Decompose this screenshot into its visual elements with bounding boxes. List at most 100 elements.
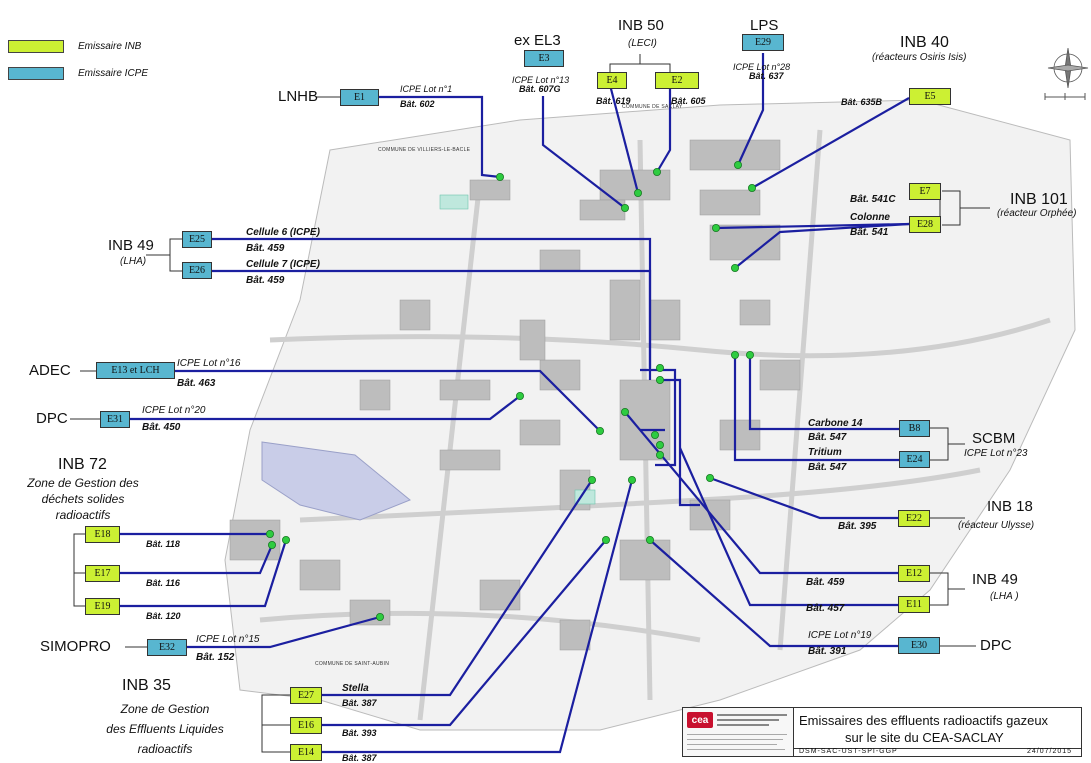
emissaire-e12: E12 [898, 565, 930, 582]
emissaire-e17: E17 [85, 565, 120, 582]
note-e32-bat: Bât. 152 [196, 652, 235, 663]
note-e25-bat: Bât. 459 [246, 243, 285, 254]
zone-inb72-line1: Zone de Gestion des [27, 476, 139, 490]
emissaire-e30: E30 [898, 637, 940, 654]
title-line-1: Emissaires des effluents radioactifs gaz… [799, 713, 1049, 728]
emissaire-b8: B8 [899, 420, 930, 437]
zone-inb35-line1: Zone de Gestion [120, 702, 210, 716]
emission-points [265, 160, 757, 622]
emissaire-e11: E11 [898, 596, 930, 613]
note-e24-bat: Bât. 547 [808, 462, 847, 473]
emissaire-e13-lch: E13 et LCH [96, 362, 175, 379]
emissaire-e1: E1 [340, 89, 379, 106]
emissaire-e3: E3 [524, 50, 564, 67]
note-e17-bat: Bât. 116 [146, 578, 180, 588]
group-label-exel3: ex EL3 [514, 32, 561, 49]
emissaire-e27: E27 [290, 687, 322, 704]
note-e26-bat: Bât. 459 [246, 275, 285, 286]
group-label-inb49-left: INB 49 [108, 237, 154, 254]
group-label-inb50: INB 50 [618, 17, 664, 34]
note-e2-bat: Bât. 605 [671, 96, 706, 106]
commune-label-saclay: COMMUNE DE SACLAY [622, 104, 683, 110]
legend-label-inb: Emissaire INB [78, 41, 142, 52]
group-label-inb35: INB 35 [122, 677, 171, 694]
compass-icon [1047, 47, 1089, 89]
group-label-adec: ADEC [29, 362, 71, 379]
note-e30-bat: Bât. 391 [808, 646, 847, 657]
logo-panel-rule [687, 744, 777, 745]
legend-label-icpe: Emissaire ICPE [78, 68, 149, 79]
emissaire-e14: E14 [290, 744, 322, 761]
note-e7-bat: Bât. 541C [850, 194, 896, 205]
zone-inb72-line3: radioactifs [55, 508, 111, 522]
title-block-footer-rule [793, 748, 1081, 749]
emissaire-e28: E28 [909, 216, 941, 233]
group-sub-inb49-left: (LHA) [120, 256, 147, 267]
zone-inb72-line2: déchets solides [41, 492, 125, 506]
note-e28-name: Colonne [850, 212, 890, 223]
zone-inb35-line3: radioactifs [137, 742, 193, 756]
note-e13-bat: Bât. 463 [177, 378, 216, 389]
note-e27-name: Stella [342, 683, 369, 694]
emissaire-e29: E29 [742, 34, 784, 51]
group-label-inb72: INB 72 [58, 456, 107, 473]
legend-swatch-inb [8, 40, 64, 53]
group-label-inb101: INB 101 [1010, 191, 1068, 208]
pond [261, 441, 411, 521]
logo-panel-rule [687, 749, 785, 750]
note-e26-name: Cellule 7 (ICPE) [246, 259, 320, 270]
connection-lines [120, 53, 910, 754]
note-b8-name: Carbone 14 [808, 418, 863, 429]
note-e13-lot: ICPE Lot n°16 [177, 358, 241, 369]
note-b8-bat: Bât. 547 [808, 432, 847, 443]
group-label-inb49-right: INB 49 [972, 571, 1018, 588]
emissaire-e7: E7 [909, 183, 941, 200]
emissaire-e2: E2 [655, 72, 699, 89]
group-label-inb40: INB 40 [900, 34, 949, 51]
note-e31-bat: Bât. 450 [142, 422, 181, 433]
note-e29-lot: ICPE Lot n°28 [733, 62, 791, 72]
brackets [70, 54, 990, 753]
group-sub-inb40: (réacteurs Osiris Isis) [872, 52, 967, 63]
logo-panel-rule [687, 734, 787, 735]
note-e3-bat: Bât. 607G [519, 84, 561, 94]
note-e5-bat: Bât. 635B [841, 97, 883, 107]
logo-panel-rule [717, 724, 769, 726]
group-sub-inb101: (réacteur Orphée) [997, 208, 1077, 219]
scale-bar-icon [1044, 93, 1086, 100]
note-e28-bat: Bât. 541 [850, 227, 889, 238]
zone-inb35-line2: des Effluents Liquides [106, 722, 224, 736]
note-e18-bat: Bât. 118 [146, 539, 180, 549]
note-e27-bat: Bât. 387 [342, 698, 377, 708]
cea-logo-text: cea [691, 714, 709, 726]
group-sub-scbm: ICPE Lot n°23 [964, 448, 1028, 459]
emissaire-e22: E22 [898, 510, 930, 527]
note-e12-bat: Bât. 459 [806, 577, 845, 588]
legend-swatch-icpe [8, 67, 64, 80]
title-block-logo-panel: cea [683, 708, 794, 756]
group-sub-inb18: (réacteur Ulysse) [958, 520, 1035, 531]
cea-logo: cea [687, 712, 713, 728]
group-label-scbm: SCBM [972, 430, 1016, 447]
title-date: 24/07/2015 [1027, 748, 1073, 755]
group-label-inb18: INB 18 [987, 498, 1033, 515]
emissaire-e16: E16 [290, 717, 322, 734]
note-e22-bat: Bât. 395 [838, 521, 877, 532]
emissaire-e32: E32 [147, 639, 187, 656]
group-label-lps: LPS [750, 17, 779, 34]
note-e14-bat: Bât. 387 [342, 753, 377, 763]
group-label-simopro: SIMOPRO [40, 638, 111, 655]
group-sub-inb50: (LECI) [628, 38, 657, 49]
note-e25-name: Cellule 6 (ICPE) [246, 227, 320, 238]
emissaire-e19: E19 [85, 598, 120, 615]
group-label-lnhb: LNHB [278, 88, 319, 105]
title-block: cea Emissaires des effluents radioactifs… [682, 707, 1082, 757]
note-e24-name: Tritium [808, 447, 842, 458]
group-label-dpc-right: DPC [980, 637, 1012, 654]
group-label-dpc-left: DPC [36, 410, 68, 427]
note-e4-bat: Bât. 619 [596, 96, 631, 106]
note-e16-bat: Bât. 393 [342, 728, 377, 738]
note-e31-lot: ICPE Lot n°20 [142, 405, 206, 416]
logo-panel-rule [717, 714, 787, 716]
